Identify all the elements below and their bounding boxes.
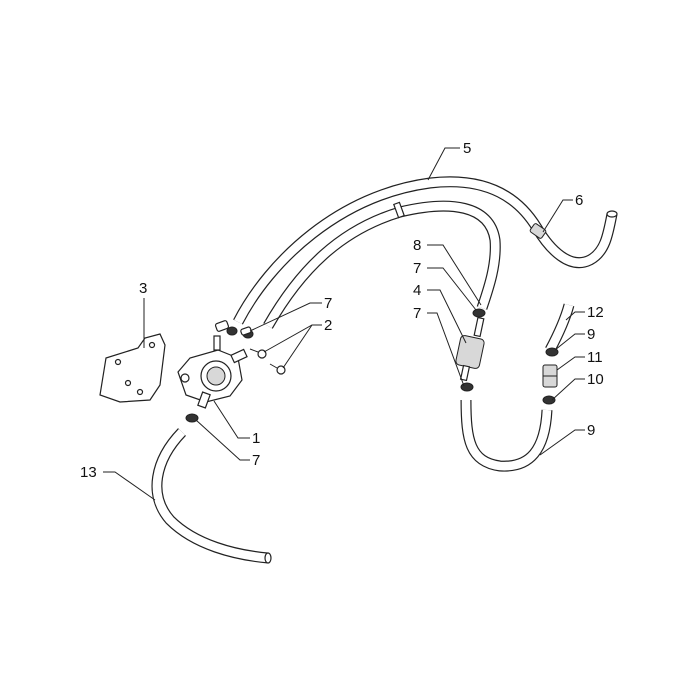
callout-9: 9: [587, 422, 595, 439]
callout-11: 11: [587, 349, 603, 366]
callout-3: 3: [139, 280, 147, 297]
callout-2: 2: [324, 317, 332, 334]
callout-7-filter-lower: 7: [413, 305, 421, 322]
hose-13: [151, 428, 272, 564]
leader-lines: [103, 147, 585, 501]
fuel-filter-4: [455, 316, 485, 382]
fuel-pump-1: [177, 335, 248, 409]
callout-7-filter-upper: 7: [413, 260, 421, 277]
hose-9: [460, 399, 553, 472]
connector-11: [542, 364, 558, 388]
screw-2-lower: [269, 363, 286, 375]
clamp-6: [529, 223, 547, 239]
hose-clip-7-lower: [460, 382, 474, 392]
callout-13: 13: [80, 464, 97, 481]
callout-8: 8: [413, 237, 421, 254]
screw-2-upper: [249, 348, 267, 359]
callout-12: 12: [587, 304, 604, 321]
callout-7-pump-lower: 7: [252, 452, 260, 469]
callout-6: 6: [575, 192, 583, 209]
hose-clip-7-pump-right: [240, 326, 254, 339]
hose-clip-7-pump-upper: [226, 326, 238, 336]
fitting-nipple: [214, 320, 230, 332]
hose-clip-7-upper: [472, 308, 486, 318]
hose-12: [545, 303, 575, 353]
callout-4: 4: [413, 282, 421, 299]
callout-5: 5: [463, 140, 471, 157]
callout-10-lower: 10: [587, 371, 604, 388]
bracket-3: [99, 333, 166, 403]
hose-clamp-10-lower: [542, 395, 556, 405]
callout-10-upper: 9: [587, 326, 595, 343]
callout-1: 1: [252, 430, 260, 447]
hose-5: [233, 176, 618, 329]
callout-7-pump-upper: 7: [324, 295, 332, 312]
hose-clip-7-pump-lower: [185, 413, 199, 423]
